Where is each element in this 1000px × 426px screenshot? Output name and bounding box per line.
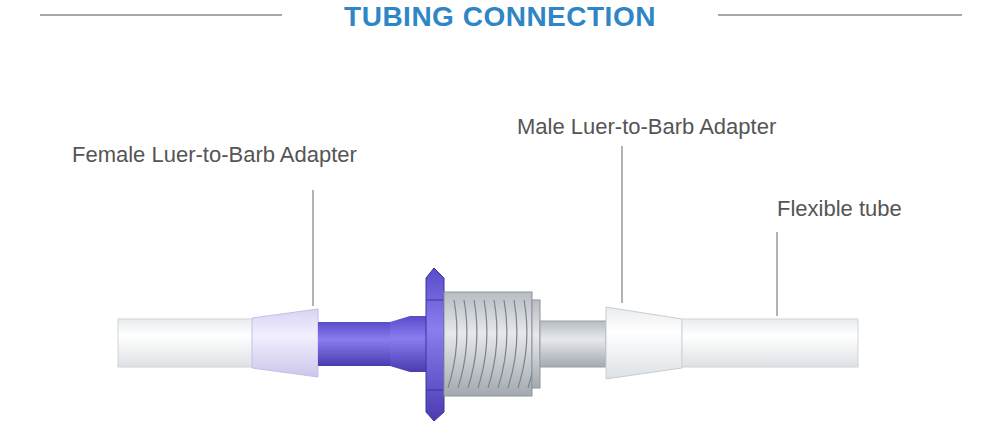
diagram-title: TUBING CONNECTION [338,1,662,33]
flexible-tube [118,319,268,367]
thread-stroke [518,300,527,388]
female-body [410,316,426,372]
male-body [540,321,606,367]
female-body [390,316,410,372]
thread-stroke [498,300,507,388]
title-rule [718,14,962,15]
male-barb [606,307,682,379]
leader-line [313,190,314,306]
part-label: Flexible tube [777,196,902,222]
thread-stroke [478,300,487,388]
flexible-tube [682,319,858,367]
hex-flange [426,268,444,421]
thread-stroke [468,300,477,388]
part-label: Male Luer-to-Barb Adapter [517,114,776,140]
leader-line [777,232,778,316]
thread-stroke [448,300,457,388]
title-rule [40,14,282,15]
threaded-collar [444,292,532,396]
leader-line [622,146,623,303]
female-body [318,322,390,366]
thread-stroke [458,300,467,388]
thread-stroke [488,300,497,388]
thread-stroke [508,300,517,388]
female-barb [252,309,318,377]
part-label: Female Luer-to-Barb Adapter [72,142,357,168]
